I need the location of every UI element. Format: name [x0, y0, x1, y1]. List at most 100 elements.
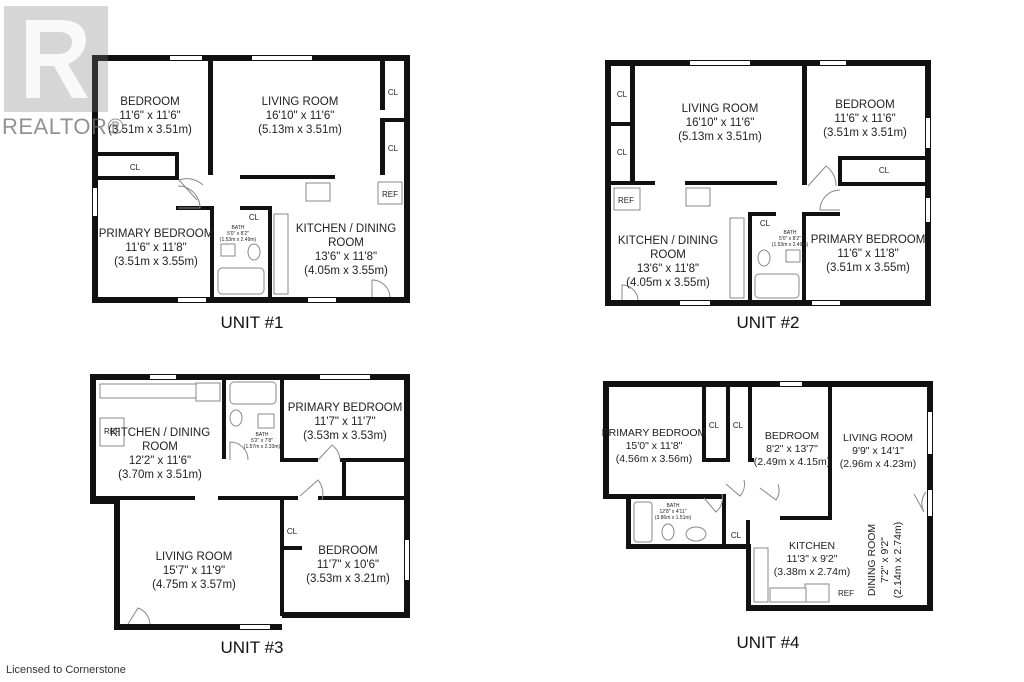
u1-bedroom-dim-metric: (3.51m x 3.51m) [108, 124, 192, 136]
u4-kitchen-dim-metric: (3.38m x 2.74m) [774, 566, 850, 578]
u4-dining-dim-imperial: 7'2" x 9'2" [879, 537, 891, 583]
u2-wall-int [802, 65, 807, 185]
u2-wall-int [748, 212, 752, 302]
u4-door-icon [725, 479, 745, 497]
u3-bedroom-dim-metric: (3.53m x 3.21m) [306, 573, 390, 585]
u2-bathtub-icon [754, 273, 800, 299]
u3-window [320, 375, 370, 379]
u4-closet-label: CL [709, 421, 720, 430]
u1-primary-dim-imperial: 11'6" x 11'8" [125, 242, 186, 254]
u4-bedroom-dim-metric: (2.49m x 4.15m) [754, 456, 830, 468]
u1-wall-int [268, 206, 272, 298]
u1-closet-label: CL [388, 88, 399, 97]
u2-wall-int [610, 122, 635, 126]
u1-window [170, 56, 202, 60]
u2-door-icon [621, 284, 639, 301]
unit-1-plan: BEDROOM 11'6" x 11'6" (3.51m x 3.51m) LI… [92, 55, 410, 332]
u4-window [928, 490, 932, 516]
u3-door-icon [127, 607, 151, 625]
u1-toilet-icon [247, 243, 261, 261]
u2-wall-int [838, 182, 928, 186]
u4-bath-name: BATH [667, 503, 680, 509]
u2-ref-label: REF [618, 196, 634, 205]
u1-kitchen-name: KITCHEN / DINING [296, 223, 396, 235]
u2-door-icon [819, 189, 841, 211]
u1-kitchen-name2: ROOM [328, 237, 364, 249]
u3-bedroom-name: BEDROOM [318, 545, 377, 557]
u1-primary-name: PRIMARY BEDROOM [99, 228, 214, 240]
u2-closet-label: CL [617, 90, 628, 99]
u2-kitchen-name: KITCHEN / DINING [618, 235, 718, 247]
u2-living-dim-metric: (5.13m x 3.51m) [678, 131, 762, 143]
u4-wall-bottom [626, 544, 750, 549]
u1-title: UNIT #1 [221, 313, 284, 332]
u3-title: UNIT #3 [221, 638, 284, 657]
u1-wall-int [208, 60, 213, 175]
u4-door-icon [759, 483, 780, 501]
u2-title: UNIT #2 [737, 313, 800, 332]
u1-wall-int [210, 206, 214, 298]
u1-window [178, 298, 206, 302]
u4-title: UNIT #4 [737, 633, 800, 652]
realtor-brand-text: REALTOR® [2, 114, 125, 139]
u2-primary-dim-metric: (3.51m x 3.55m) [826, 262, 910, 274]
u2-bedroom-name: BEDROOM [835, 99, 894, 111]
unit-2-plan: LIVING ROOM 16'10" x 11'6" (5.13m x 3.51… [605, 60, 931, 332]
u4-wall-int [702, 386, 706, 462]
u2-kitchen-dim-imperial: 13'6" x 11'8" [637, 263, 699, 275]
u1-wall-int [240, 175, 335, 179]
u4-primary-dim-metric: (4.56m x 3.56m) [616, 453, 692, 465]
u3-wall-right [404, 374, 410, 618]
u2-wall-top [605, 60, 931, 66]
u2-wall-int [838, 156, 928, 160]
u4-counter [753, 547, 769, 603]
u2-wall-int [802, 212, 806, 302]
u4-wall-int [746, 520, 750, 548]
u4-living-dim-metric: (2.96m x 4.23m) [840, 458, 916, 470]
u3-wall-bottom [114, 624, 282, 630]
u4-bedroom-name: BEDROOM [765, 430, 819, 442]
u3-ref-label: REF [104, 427, 120, 436]
u2-bedroom-dim-imperial: 11'6" x 11'6" [834, 113, 895, 125]
u2-closet-label: CL [617, 148, 628, 157]
u1-closet-label: CL [388, 144, 399, 153]
u3-primary-name: PRIMARY BEDROOM [288, 402, 403, 414]
u1-wall-int [97, 176, 179, 180]
u1-bath-dim-metric: (1.53m x 2.49m) [220, 237, 257, 243]
u3-living-dim-imperial: 15'7" x 11'9" [163, 565, 225, 577]
u1-closet-label: CL [249, 213, 260, 222]
u2-kitchen-dim-metric: (4.05m x 3.55m) [626, 277, 710, 289]
u4-stove-icon [804, 583, 830, 603]
u2-sink-icon [785, 249, 801, 263]
u3-wall-bottom2 [282, 612, 410, 618]
u3-bath-dim-metric: (1.57m x 2.33m) [244, 444, 281, 450]
u1-stove-icon [305, 182, 331, 202]
u1-wall-top [92, 55, 410, 61]
u2-bath-dim-metric: (1.53m x 2.49m) [772, 242, 809, 248]
u4-door-icon [913, 491, 927, 513]
u4-bath-dim-metric: (3.86m x 1.51m) [655, 515, 692, 521]
realtor-r-logo-icon [4, 6, 108, 112]
u4-wall-int [748, 386, 752, 462]
u1-primary-dim-metric: (3.51m x 3.55m) [114, 256, 198, 268]
u3-wall-top [90, 374, 410, 380]
u3-bathtub-icon [229, 381, 277, 405]
u4-living-dim-imperial: 9'9" x 14'1" [852, 445, 904, 457]
u2-toilet-icon [757, 249, 771, 267]
u2-window [926, 198, 930, 222]
u4-bath-dim-imperial: 12'8" x 4'11" [659, 509, 686, 515]
u1-closet-label: CL [130, 163, 141, 172]
u1-bedroom-dim-imperial: 11'6" x 11'6" [119, 110, 180, 122]
u4-primary-name: PRIMARY BEDROOM [602, 427, 707, 439]
u4-wall-int [780, 516, 832, 520]
u3-wall-int [318, 496, 406, 500]
u2-counter [729, 217, 745, 299]
u2-bath-dim-imperial: 5'0" x 8'2" [779, 236, 801, 242]
u3-kitchen-name2: ROOM [142, 441, 178, 453]
u2-living-name: LIVING ROOM [682, 103, 759, 115]
u3-wall-int [342, 458, 346, 500]
u4-window [780, 382, 802, 386]
u2-primary-name: PRIMARY BEDROOM [811, 234, 926, 246]
u4-wall-int [722, 494, 726, 548]
